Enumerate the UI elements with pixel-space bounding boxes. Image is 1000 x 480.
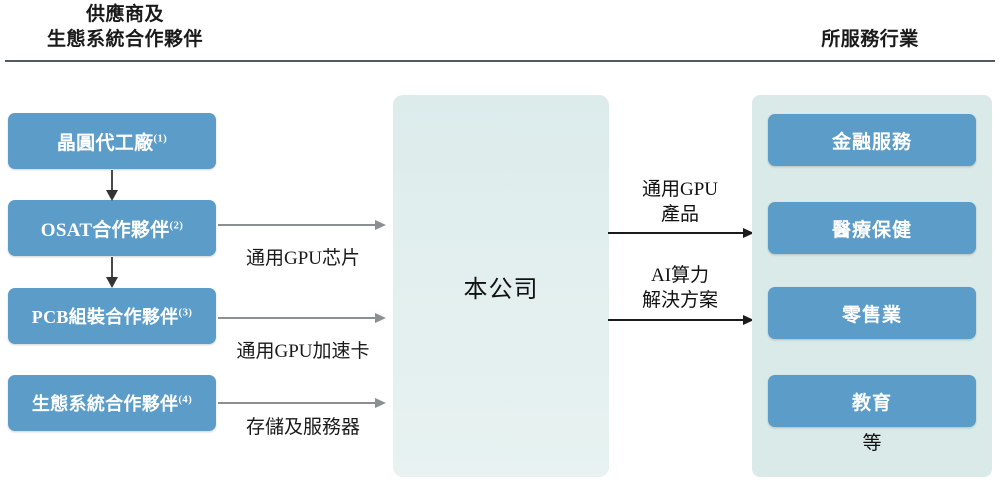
column-header-suppliers-line2: 生態系統合作夥伴 [46,29,203,50]
supplier-label-pcb: PCB組裝合作夥伴 [31,307,179,327]
arrow-head [106,190,118,201]
arrow-shaft [218,317,378,319]
company-label: 本公司 [463,274,539,303]
supplier-box-pcb[interactable]: PCB組裝合作夥伴(3) [8,288,216,344]
arrow-shaft [218,402,378,404]
column-header-suppliers-line1: 供應商及 [85,4,164,25]
arrow-shaft [608,319,746,321]
arrow-shaft [608,232,746,234]
arrow-head [743,228,754,238]
flow-label-gpu-products: 通用GPU 產品 [600,177,760,227]
flow-label-gpu-products-line1: 通用GPU [641,179,718,200]
arrow-shaft [218,224,378,226]
flow-arrow-icon-gpu-products [608,228,756,238]
arrow-head [375,398,386,408]
supplier-footnote-ecosystem: (4) [178,393,193,406]
down-arrow-icon-osat-to-pcb [106,257,118,289]
supplier-box-ecosystem[interactable]: 生態系統合作夥伴(4) [8,375,216,431]
arrow-head [106,277,118,288]
flow-arrow-icon-gpu-chip [218,220,386,230]
industry-box-financial-services[interactable]: 金融服務 [768,114,976,166]
industry-box-retail[interactable]: 零售業 [768,287,976,339]
flow-arrow-icon-storage-server [218,398,386,408]
industry-box-education[interactable]: 教育 [768,375,976,427]
column-header-industries: 所服務行業 [821,29,919,50]
supplier-footnote-foundry: (1) [153,132,168,145]
flow-label-ai-compute-solution-line1: AI算力 [650,265,710,286]
supplier-label-foundry: 晶圓代工廠 [56,132,154,154]
down-arrow-icon-foundry-to-osat [106,170,118,202]
industry-box-healthcare[interactable]: 醫療保健 [768,202,976,254]
flow-label-gpu-accelerator-card: 通用GPU加速卡 [236,341,370,362]
flow-label-ai-compute-solution: AI算力 解決方案 [600,263,760,313]
supplier-label-ecosystem: 生態系統合作夥伴 [31,394,179,414]
header-divider-rule [5,60,995,62]
supplier-label-osat: OSAT合作夥伴 [40,219,170,241]
column-header-suppliers: 供應商及 生態系統合作夥伴 [0,2,250,52]
flow-arrow-icon-ai-compute-solution [608,315,756,325]
supplier-footnote-pcb: (3) [178,306,193,319]
flow-label-ai-compute-solution-line2: 解決方案 [641,290,718,311]
flow-label-gpu-products-line2: 產品 [660,204,699,225]
supplier-box-foundry[interactable]: 晶圓代工廠(1) [8,113,216,169]
arrow-head [375,313,386,323]
arrow-shaft [111,170,113,192]
arrow-head [375,220,386,230]
industries-etc-label: 等 [862,433,882,454]
flow-label-storage-server: 存儲及服務器 [245,417,360,438]
supplier-footnote-osat: (2) [169,219,184,232]
flow-label-gpu-chip: 通用GPU芯片 [245,248,360,269]
flow-arrow-icon-gpu-accelerator-card [218,313,386,323]
company-box[interactable]: 本公司 [393,95,609,477]
supplier-box-osat[interactable]: OSAT合作夥伴(2) [8,200,216,256]
arrow-head [743,315,754,325]
arrow-shaft [111,257,113,279]
